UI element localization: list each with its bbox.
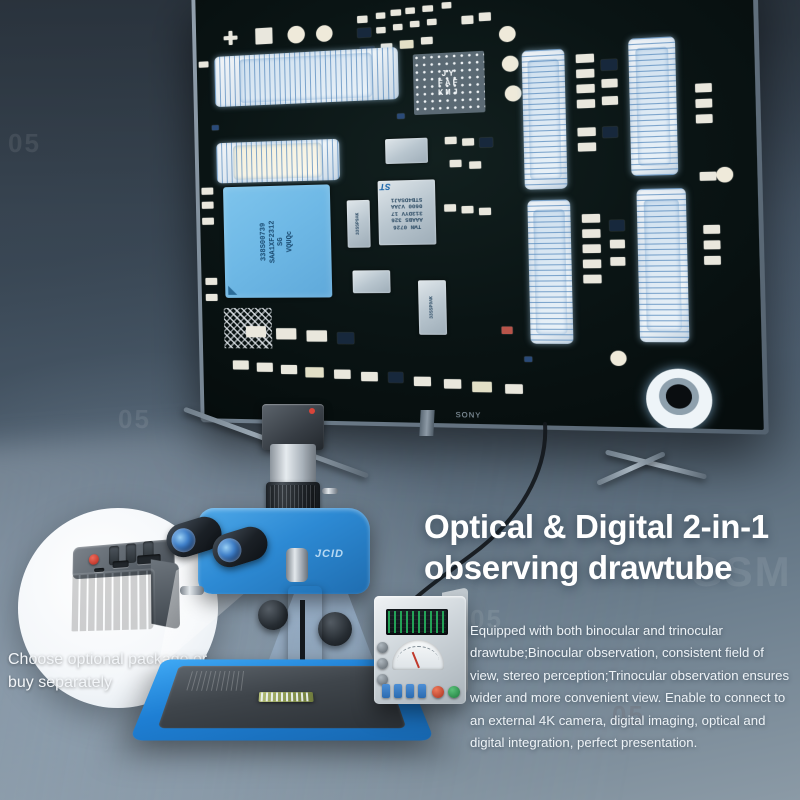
- inset-caption: Choose optional package or buy separatel…: [8, 651, 208, 691]
- psu-front-panel: [374, 596, 466, 704]
- psu-button-3[interactable]: [406, 684, 414, 698]
- dark-work-pad: [157, 665, 407, 729]
- pcb-connector: [527, 199, 574, 344]
- dc-power-supply: [374, 587, 468, 704]
- television-display: JY FAF KMJ ST TWN 0726 AAABS 326 313DYV …: [191, 0, 769, 435]
- psu-knob-3[interactable]: [377, 674, 388, 685]
- pcb-camera-module: [645, 368, 714, 430]
- pcb-macro-photo: JY FAF KMJ ST TWN 0726 AAABS 326 313DYV …: [195, 0, 764, 430]
- pcb-chip-speckle: JY FAF KMJ: [412, 50, 486, 116]
- specimen-pcb: [259, 691, 315, 702]
- body-copy: Equipped with both binocular and trinocu…: [470, 623, 790, 751]
- psu-knob-1[interactable]: [377, 642, 388, 653]
- psu-button-1[interactable]: [382, 684, 390, 698]
- head-lock-knob[interactable]: [180, 586, 204, 595]
- trinocular-port: [286, 548, 308, 582]
- pcb-chip-small: [384, 137, 429, 165]
- pcb-chip-small: 33SSP9AK: [417, 280, 448, 335]
- adapter-lock-screw[interactable]: [322, 488, 338, 494]
- pcb-connector: [636, 187, 690, 343]
- camera-usb-port[interactable]: [112, 560, 129, 569]
- psu-button-2[interactable]: [394, 684, 402, 698]
- pcb-connector: [628, 36, 679, 177]
- gauge-needle: [411, 651, 420, 669]
- psu-knob-2[interactable]: [377, 658, 388, 669]
- zoom-knob[interactable]: [258, 600, 288, 630]
- microscope-top-camera: [262, 404, 324, 450]
- psu-output-red[interactable]: [432, 686, 444, 698]
- camera-record-button[interactable]: [88, 553, 99, 566]
- camera-heatsink-fins: [69, 570, 154, 632]
- pad-vent-grid: [186, 671, 247, 691]
- tv-bezel: JY FAF KMJ ST TWN 0726 AAABS 326 313DYV …: [191, 0, 769, 435]
- headline: Optical & Digital 2-in-1 observing drawt…: [424, 508, 769, 586]
- camera-c-mount-tube: [270, 444, 316, 484]
- psu-button-4[interactable]: [418, 684, 426, 698]
- microscope-brand-label: JCID: [314, 548, 344, 560]
- tv-screen: JY FAF KMJ ST TWN 0726 AAABS 326 313DYV …: [195, 0, 764, 430]
- psu-analog-gauge: [392, 640, 444, 670]
- pcb-connector: [216, 138, 340, 184]
- pcb-chip-main-soc: 338S00739 SAA1XF2312 SG VQUQc: [223, 184, 333, 298]
- tv-brand-logo: SONY: [455, 411, 482, 420]
- pcb-chip-small: [352, 270, 391, 294]
- psu-output-green[interactable]: [448, 686, 460, 698]
- pcb-chip-small: 33SSP9AK: [346, 199, 371, 248]
- pcb-connector: [521, 48, 568, 190]
- camera-indicator-led: [309, 408, 315, 414]
- psu-digital-display: [386, 609, 448, 635]
- pcb-chip-st: ST TWN 0726 AAABS 326 313DYV 17 0600 VJA…: [377, 179, 437, 246]
- pcb-connector: [214, 46, 399, 108]
